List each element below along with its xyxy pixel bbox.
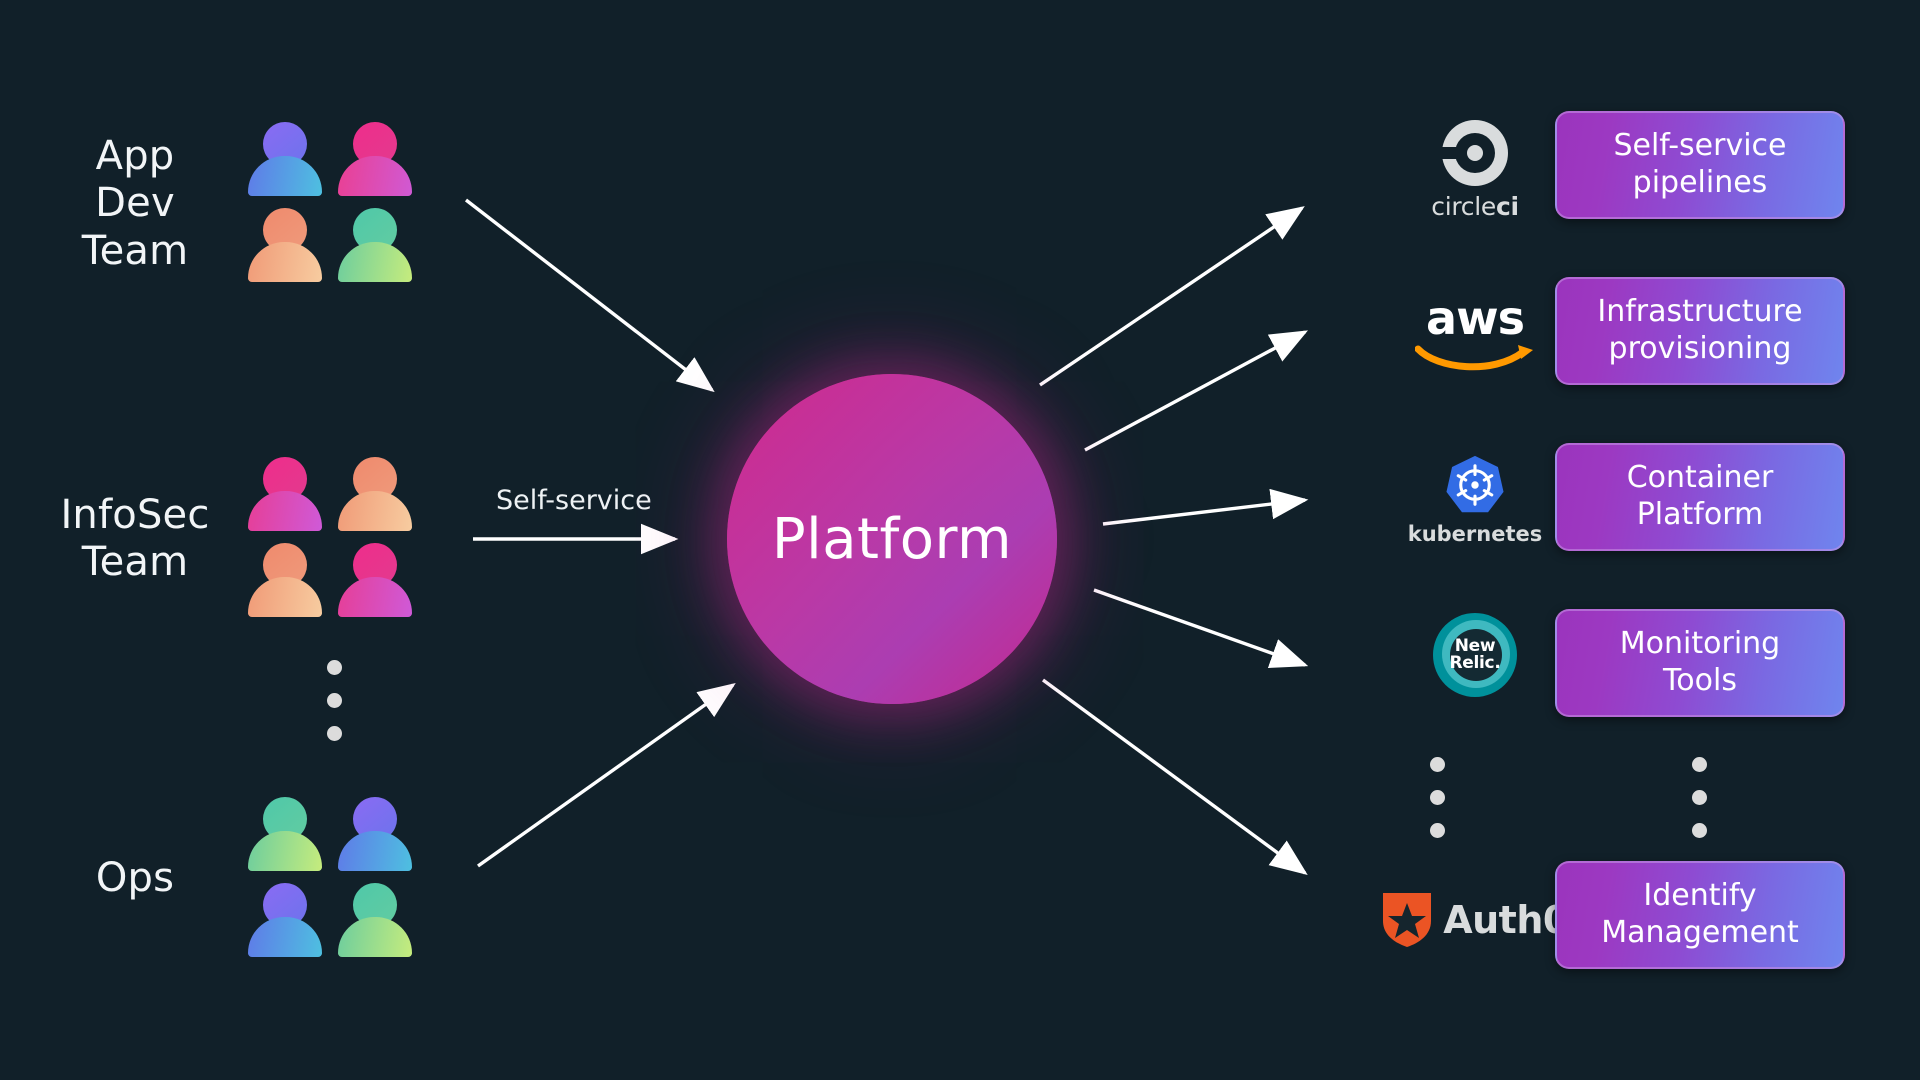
aws-wordmark: aws	[1426, 291, 1525, 346]
logo-newrelic[interactable]: New Relic.	[1385, 600, 1565, 710]
person-icon	[248, 795, 322, 877]
ellipsis-dot	[1430, 823, 1445, 838]
logo-aws[interactable]: aws	[1385, 280, 1565, 390]
arrow-appdev-to-platform	[464, 198, 715, 393]
arrow-ops-to-platform	[477, 683, 736, 868]
auth0-wordmark: Auth0	[1443, 898, 1569, 942]
capability-card-self-service-pipelines[interactable]: Self-service pipelines	[1555, 111, 1845, 219]
avatar-grid-app-dev	[248, 120, 412, 288]
arrow-platform-to-newrelic	[1093, 588, 1309, 669]
person-icon	[338, 455, 412, 537]
person-icon	[248, 120, 322, 202]
capability-label: Infrastructure provisioning	[1597, 294, 1803, 366]
ellipsis-dot	[1430, 790, 1445, 805]
ellipsis-dot	[1692, 790, 1707, 805]
capabilities-ellipsis	[1692, 757, 1707, 838]
person-icon	[338, 206, 412, 288]
person-icon	[338, 120, 412, 202]
person-icon	[248, 206, 322, 288]
capability-card-monitoring-tools[interactable]: Monitoring Tools	[1555, 609, 1845, 717]
consumer-group-infosec: InfoSec Team	[60, 455, 412, 623]
newrelic-wordmark-line2: Relic.	[1449, 653, 1501, 673]
arrow-platform-to-kubernetes	[1102, 488, 1309, 526]
consumer-group-ops: Ops	[60, 795, 412, 963]
auth0-icon	[1383, 893, 1432, 947]
person-icon	[248, 455, 322, 537]
avatar-grid-ops	[248, 795, 412, 963]
person-icon	[338, 881, 412, 963]
ellipsis-dot	[1692, 823, 1707, 838]
person-icon	[248, 881, 322, 963]
ellipsis-dot	[327, 660, 342, 675]
kubernetes-icon	[1446, 455, 1504, 513]
capability-label: Self-service pipelines	[1613, 128, 1787, 200]
logo-circleci[interactable]: circleci	[1385, 115, 1565, 225]
person-icon	[338, 541, 412, 623]
aws-smile-icon	[1415, 344, 1533, 371]
kubernetes-wordmark: kubernetes	[1407, 522, 1543, 546]
consumers-ellipsis	[327, 660, 342, 741]
ellipsis-dot	[327, 726, 342, 741]
consumer-group-app-dev: App Dev Team	[60, 120, 412, 288]
person-icon	[248, 541, 322, 623]
platform-node[interactable]: Platform	[727, 374, 1057, 704]
providers-ellipsis	[1430, 757, 1445, 838]
logo-auth0[interactable]: Auth0	[1360, 865, 1590, 975]
arrow-platform-to-circleci	[1039, 206, 1305, 387]
ellipsis-dot	[327, 693, 342, 708]
circleci-icon	[1440, 119, 1508, 186]
consumer-label-infosec: InfoSec Team	[60, 491, 210, 585]
newrelic-wordmark-line1: New	[1454, 635, 1496, 656]
arrow-platform-to-aws	[1084, 330, 1308, 452]
platform-label: Platform	[771, 506, 1013, 572]
logo-kubernetes[interactable]: kubernetes	[1385, 445, 1565, 555]
person-icon	[338, 795, 412, 877]
edge-label-self-service: Self-service	[496, 485, 652, 516]
ellipsis-dot	[1692, 757, 1707, 772]
capability-label: Container Platform	[1626, 460, 1774, 532]
circleci-wordmark: circleci	[1431, 191, 1519, 221]
platform-gradient	[727, 374, 1057, 704]
newrelic-icon: New Relic.	[1433, 613, 1517, 697]
capability-label: Identify Management	[1601, 878, 1799, 950]
capability-label: Monitoring Tools	[1619, 626, 1781, 698]
consumer-label-app-dev: App Dev Team	[81, 133, 189, 274]
capability-card-identify-management[interactable]: Identify Management	[1555, 861, 1845, 969]
consumer-label-ops: Ops	[95, 855, 175, 902]
ellipsis-dot	[1430, 757, 1445, 772]
avatar-grid-infosec	[248, 455, 412, 623]
capability-card-infrastructure-provisioning[interactable]: Infrastructure provisioning	[1555, 277, 1845, 385]
arrow-platform-to-auth0	[1041, 678, 1308, 876]
capability-card-container-platform[interactable]: Container Platform	[1555, 443, 1845, 551]
